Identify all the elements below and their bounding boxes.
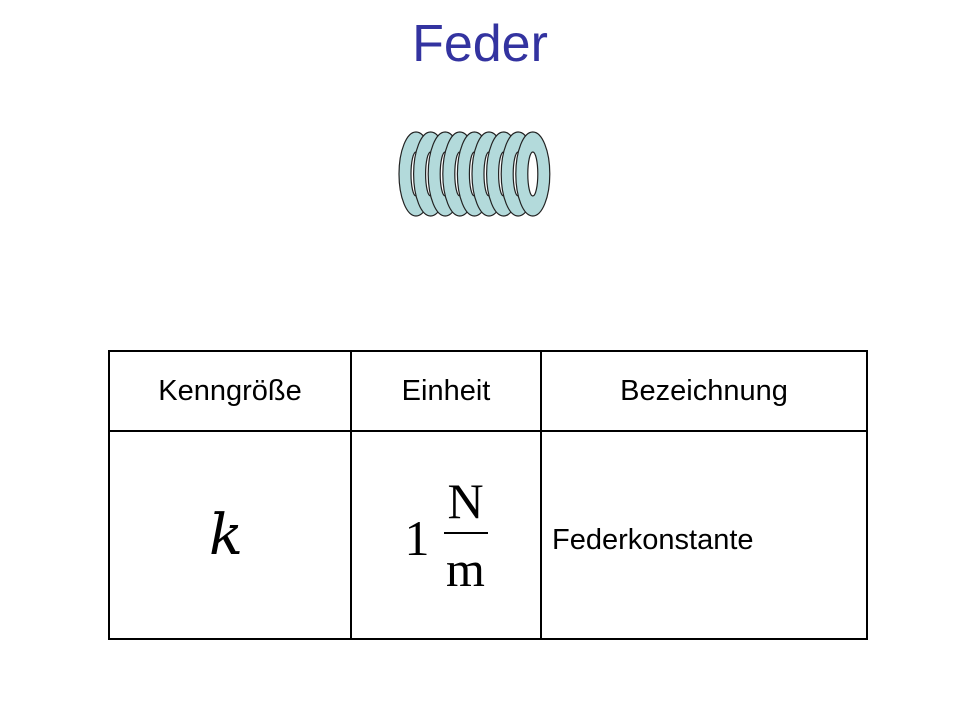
header-bezeichnung: Bezeichnung	[540, 350, 868, 432]
spring-coil-hole	[527, 151, 539, 197]
parameter-table: Kenngröße Einheit Bezeichnung k 1 N m	[108, 350, 868, 640]
header-kenngroesse: Kenngröße	[108, 350, 352, 432]
cell-symbol: k	[108, 430, 352, 640]
header-einheit: Einheit	[350, 350, 542, 432]
fraction-bar	[443, 532, 488, 534]
page-title: Feder	[412, 15, 548, 73]
description-text: Federkonstante	[552, 523, 754, 556]
unit-expression: 1 N m	[352, 476, 540, 594]
unit-number: 1	[404, 510, 430, 566]
table-row: k 1 N m Federkonstante	[108, 430, 868, 640]
unit-denominator: m	[446, 541, 485, 597]
unit-fraction: N m	[443, 473, 488, 597]
symbol-k: k	[209, 502, 243, 568]
unit-numerator: N	[447, 473, 484, 529]
table-header-row: Kenngröße Einheit Bezeichnung	[108, 350, 868, 432]
cell-description: Federkonstante	[540, 430, 868, 640]
cell-unit: 1 N m	[350, 430, 542, 640]
spring-coil-icon	[398, 131, 551, 217]
